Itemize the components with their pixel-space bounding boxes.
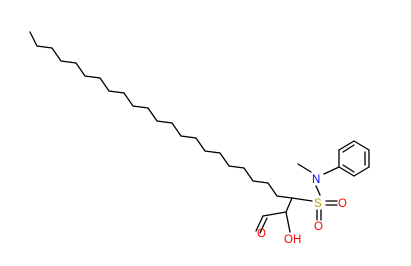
sulfonyl-group: S O O [291,185,347,233]
carbonyl-double-bond-1 [255,215,264,232]
carboxyl-carbon-bond [262,211,287,217]
ring-inner-bond-1 [342,144,355,153]
ring-bond-6 [338,166,355,177]
ring-bond-5 [353,166,370,177]
sulfonyl-oxygen-bottom-label: O [314,221,323,233]
carbon-sulfur-bond [291,197,313,202]
n-methylanilino-group: N [297,163,340,186]
carboxyl-group: O OH [255,211,301,246]
carbonyl-double-bond-2 [259,217,268,234]
phenyl-ring [338,140,370,177]
sulfur-nitrogen-bond [315,185,321,196]
ring-bond-2 [338,140,355,151]
sulfonyl-oxygen-right-label: O [338,198,347,210]
nitrogen-label: N [312,174,320,186]
ring-bond-3 [353,140,370,151]
sulfur-label: S [314,198,322,210]
n-phenyl-bond [323,166,340,175]
alpha-carbon-bond [285,197,293,213]
hydroxyl-label: OH [284,234,301,246]
hydroxyl-bond [285,211,291,233]
ring-inner-bond-3 [342,164,355,173]
alkyl-chain [29,31,293,199]
carbonyl-oxygen-label: O [257,228,266,240]
n-methyl-bond [297,163,312,173]
